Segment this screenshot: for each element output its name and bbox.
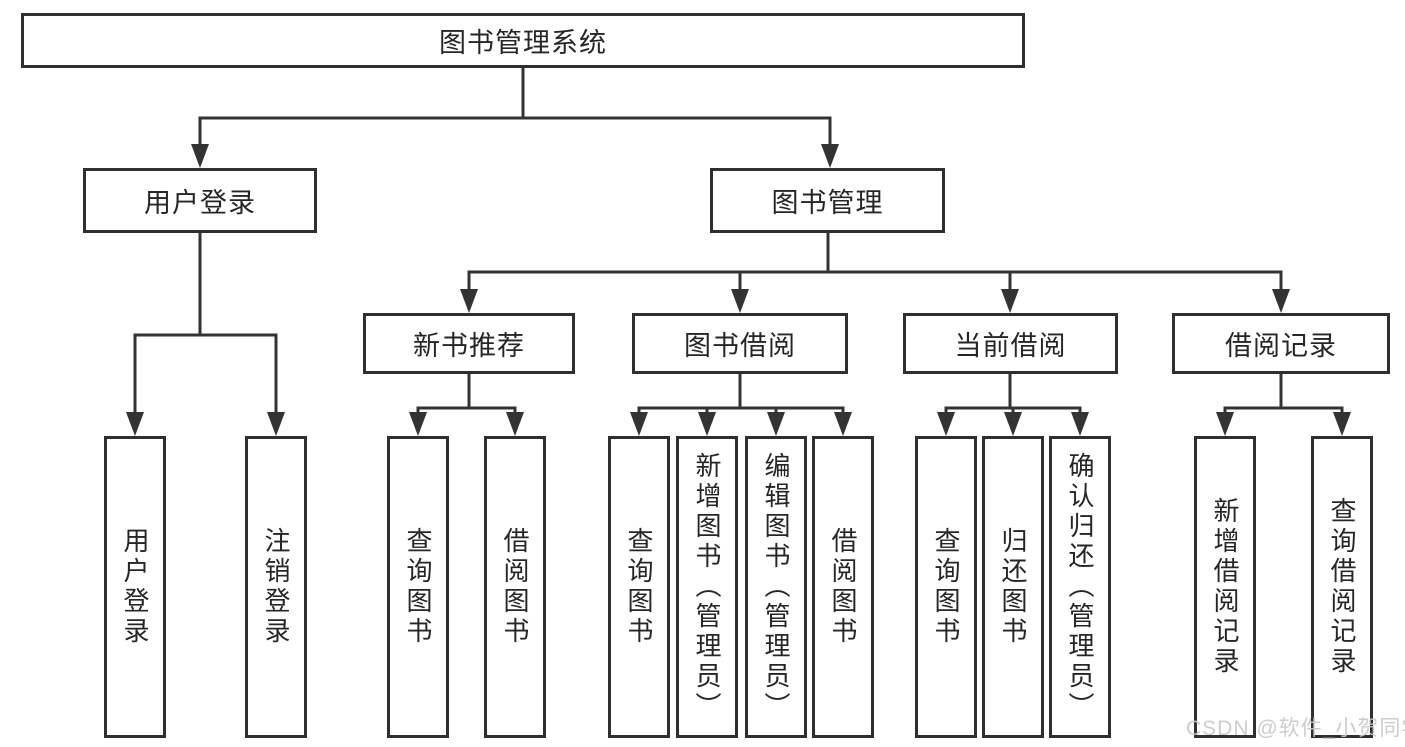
arrowhead-leaf-user-login bbox=[126, 412, 144, 436]
leaf-bookborrow-edit: 编辑图书（管理员） bbox=[745, 436, 807, 738]
leaf-logout-label: 注销登录 bbox=[261, 527, 291, 647]
arrowhead-book-mgmt bbox=[821, 144, 839, 168]
node-book-borrow-label: 图书借阅 bbox=[684, 331, 796, 361]
connector-user-login-bar bbox=[133, 333, 278, 413]
leaf-borrowrecord-add-label: 新增借阅记录 bbox=[1210, 497, 1240, 677]
leaf-newbook-borrow: 借阅图书 bbox=[484, 436, 546, 738]
csdn-watermark: CSDN @软件_小贺同学 bbox=[1186, 717, 1405, 740]
leaf-bookborrow-borrow: 借阅图书 bbox=[812, 436, 874, 738]
node-current-borrow: 当前借阅 bbox=[903, 313, 1118, 374]
arrowhead-leaf-bb-add bbox=[698, 412, 716, 436]
leaf-bookborrow-borrow-label: 借阅图书 bbox=[828, 527, 858, 647]
connector-borrow-record-bar bbox=[1223, 406, 1344, 413]
leaf-user-login-label: 用户登录 bbox=[120, 527, 150, 647]
node-root: 图书管理系统 bbox=[21, 13, 1025, 68]
node-book-mgmt: 图书管理 bbox=[710, 168, 945, 233]
node-root-label: 图书管理系统 bbox=[439, 28, 607, 58]
node-new-book: 新书推荐 bbox=[363, 313, 575, 374]
arrowhead-book-borrow bbox=[731, 289, 749, 313]
arrowhead-leaf-br-query bbox=[1333, 412, 1351, 436]
arrowhead-leaf-bb-borrow bbox=[834, 412, 852, 436]
leaf-currentborrow-confirm-label: 确认归还（管理员） bbox=[1065, 452, 1095, 722]
arrowhead-new-book bbox=[460, 289, 478, 313]
leaf-currentborrow-return: 归还图书 bbox=[982, 436, 1044, 738]
leaf-borrowrecord-add: 新增借阅记录 bbox=[1194, 436, 1256, 738]
node-borrow-record: 借阅记录 bbox=[1172, 313, 1390, 374]
leaf-logout: 注销登录 bbox=[245, 436, 307, 738]
arrowhead-leaf-bb-edit bbox=[767, 412, 785, 436]
arrowhead-leaf-cb-confirm bbox=[1071, 412, 1089, 436]
leaf-bookborrow-add-label: 新增图书（管理员） bbox=[692, 452, 722, 722]
node-book-borrow: 图书借阅 bbox=[632, 313, 848, 374]
leaf-bookborrow-add: 新增图书（管理员） bbox=[676, 436, 738, 738]
arrowhead-leaf-bb-query bbox=[630, 412, 648, 436]
node-current-borrow-label: 当前借阅 bbox=[954, 331, 1067, 361]
leaf-newbook-borrow-label: 借阅图书 bbox=[500, 527, 530, 647]
connector-level2-bar bbox=[198, 116, 832, 145]
arrowhead-leaf-br-add bbox=[1216, 412, 1234, 436]
arrowhead-leaf-cb-return bbox=[1004, 412, 1022, 436]
leaf-currentborrow-confirm: 确认归还（管理员） bbox=[1049, 436, 1111, 738]
arrowhead-leaf-nb-borrow bbox=[506, 412, 524, 436]
connector-book-borrow-bar bbox=[637, 406, 845, 413]
node-user-login: 用户登录 bbox=[83, 168, 317, 233]
leaf-currentborrow-return-label: 归还图书 bbox=[998, 527, 1028, 647]
arrowhead-user-login bbox=[191, 144, 209, 168]
arrowhead-borrow-record bbox=[1272, 289, 1290, 313]
node-borrow-record-label: 借阅记录 bbox=[1225, 331, 1337, 361]
leaf-bookborrow-query: 查询图书 bbox=[608, 436, 670, 738]
leaf-currentborrow-query: 查询图书 bbox=[915, 436, 977, 738]
leaf-bookborrow-edit-label: 编辑图书（管理员） bbox=[761, 452, 791, 722]
leaf-newbook-query-label: 查询图书 bbox=[403, 527, 433, 647]
node-user-login-label: 用户登录 bbox=[144, 188, 256, 218]
leaf-borrowrecord-query: 查询借阅记录 bbox=[1311, 436, 1373, 738]
leaf-newbook-query: 查询图书 bbox=[387, 436, 449, 738]
arrowhead-leaf-cb-query bbox=[937, 412, 955, 436]
arrowhead-current-borrow bbox=[1001, 289, 1019, 313]
arrowhead-leaf-logout bbox=[267, 412, 285, 436]
leaf-borrowrecord-query-label: 查询借阅记录 bbox=[1327, 497, 1357, 677]
arrowhead-leaf-nb-query bbox=[409, 412, 427, 436]
leaf-currentborrow-query-label: 查询图书 bbox=[931, 527, 961, 647]
connector-new-book-bar bbox=[416, 406, 517, 413]
node-book-mgmt-label: 图书管理 bbox=[771, 188, 884, 218]
connector-level3-bar bbox=[467, 270, 1283, 290]
leaf-user-login: 用户登录 bbox=[104, 436, 166, 738]
leaf-bookborrow-query-label: 查询图书 bbox=[624, 527, 654, 647]
node-new-book-label: 新书推荐 bbox=[413, 331, 525, 361]
